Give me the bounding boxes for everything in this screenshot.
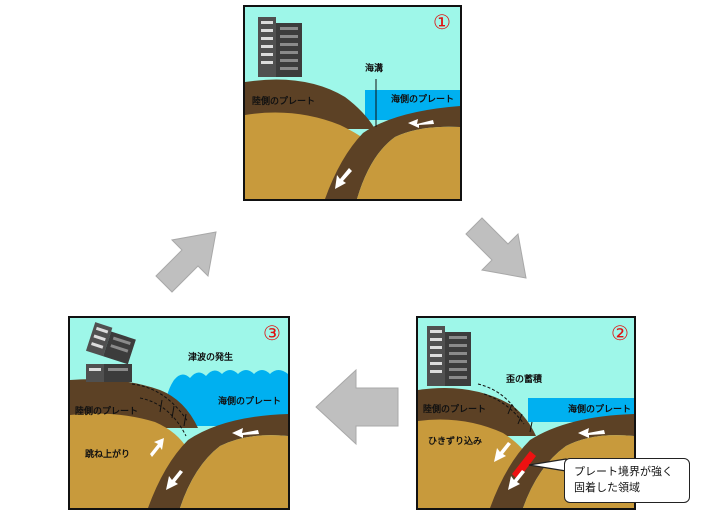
trench-label: 海溝 bbox=[365, 64, 384, 74]
uplift-arrows bbox=[159, 399, 187, 427]
panel-3-tsunami-stage: ③ 津波の発生 陸側のプレート 海側のプレート 跳ね上がり bbox=[68, 316, 290, 510]
strain-curve bbox=[477, 383, 519, 414]
ocean-plate-arrow bbox=[578, 428, 605, 438]
panel-1-trench-stage: ① 海溝 陸側のプレート 海側のプレート bbox=[243, 5, 462, 201]
strain-curve bbox=[139, 397, 187, 437]
collapsed-building bbox=[85, 322, 136, 382]
ocean-plate-label: 海側のプレート bbox=[391, 95, 455, 105]
land-plate-label: 陸側のプレート bbox=[423, 405, 487, 415]
ocean-plate-label: 海側のプレート bbox=[218, 397, 282, 407]
step-number-2: ② bbox=[611, 321, 629, 345]
subduction-arrow bbox=[335, 168, 352, 189]
ocean-plate-label: 海側のプレート bbox=[568, 405, 632, 415]
drag-label: ひきずり込み bbox=[428, 437, 483, 447]
step-number-1: ① bbox=[433, 10, 451, 34]
panel-3-illustration bbox=[70, 322, 288, 508]
callout-line-2: 固着した領域 bbox=[574, 481, 640, 494]
building bbox=[258, 17, 302, 77]
fixed-zone bbox=[512, 451, 536, 480]
fixed-zone-callout: プレート境界が強く 固着した領域 bbox=[564, 458, 690, 503]
tsunami-label: 津波の発生 bbox=[188, 353, 234, 363]
ocean-ground bbox=[180, 435, 288, 508]
ocean-plate bbox=[325, 106, 460, 199]
cycle-arrow-2-to-3 bbox=[315, 368, 399, 446]
cycle-arrow-3-to-1 bbox=[155, 231, 217, 293]
strain-label: 歪の蓄積 bbox=[506, 375, 543, 385]
subduction-arrow bbox=[508, 470, 525, 490]
strain-curve bbox=[131, 383, 189, 423]
tsunami-sea bbox=[165, 370, 288, 426]
panel-1-illustration bbox=[245, 17, 460, 199]
cycle-arrow-1-to-2 bbox=[465, 217, 527, 279]
land-plate-label: 陸側のプレート bbox=[75, 407, 139, 417]
ocean-plate bbox=[490, 414, 634, 508]
ocean-plate-arrow bbox=[232, 428, 259, 438]
step-number-3: ③ bbox=[263, 321, 281, 345]
subduction-arrow bbox=[166, 470, 183, 490]
building bbox=[427, 326, 471, 386]
land-plate-label: 陸側のプレート bbox=[252, 97, 316, 107]
ocean-ground bbox=[357, 126, 460, 199]
strain-curve bbox=[483, 393, 525, 425]
drag-arrow bbox=[494, 442, 511, 462]
ocean-plate bbox=[148, 414, 288, 508]
rebound-arrow bbox=[150, 438, 164, 457]
callout-line-1: プレート境界が強く bbox=[574, 465, 673, 478]
strain-arrows bbox=[507, 403, 533, 433]
ocean-plate-arrow bbox=[408, 119, 434, 128]
rebound-label: 跳ね上がり bbox=[85, 450, 131, 460]
